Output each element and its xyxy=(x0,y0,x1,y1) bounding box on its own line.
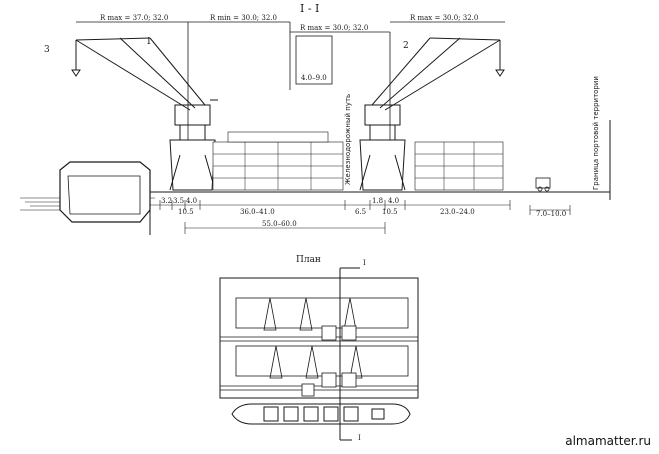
dim-1-8: 1.8 xyxy=(372,197,383,205)
reach-labels: R max = 37.0; 32.0 R min = 30.0; 32.0 R … xyxy=(100,14,478,32)
plan-outline xyxy=(219,277,419,399)
reach-right-max: R max = 30.0; 32.0 xyxy=(300,24,368,32)
dim-row-1-lines xyxy=(150,200,511,210)
left-crane xyxy=(71,37,218,191)
plan-title: План xyxy=(296,255,321,265)
section-cut-line xyxy=(339,267,360,441)
right-crane xyxy=(359,37,505,191)
plan-crane-booms xyxy=(263,297,363,379)
truck-icon xyxy=(535,177,551,192)
plan-ship xyxy=(231,403,411,425)
dim-3-5: 3.5 xyxy=(173,197,184,205)
stack-hatching xyxy=(213,142,503,190)
height-label: 4.0–9.0 xyxy=(301,74,327,82)
dim-10-5-right: 10.5 xyxy=(382,208,398,216)
dim-7-10: 7.0–10.0 xyxy=(536,210,566,218)
dim-55-60: 55.0–60.0 xyxy=(262,220,297,228)
dim-4-0: 4.0 xyxy=(186,197,197,205)
plan-crane-bases xyxy=(301,325,357,397)
ground-line xyxy=(149,120,611,235)
crane-marker-2: 2 xyxy=(403,41,409,51)
ship-section xyxy=(59,161,151,223)
reach-left-min: R min = 30.0; 32.0 xyxy=(210,14,277,22)
dim-4-0-right: 4.0 xyxy=(388,197,399,205)
dim-36-41: 36.0–41.0 xyxy=(240,208,275,216)
height-box xyxy=(295,35,333,85)
dim-right-lines xyxy=(529,205,571,215)
water-lines xyxy=(20,197,155,211)
crane-marker-1: 1 xyxy=(146,37,152,47)
dim-3-2: 3.2 xyxy=(161,197,172,205)
plan-section-mark-bottom: I xyxy=(358,434,361,442)
reach-right-min: R max = 30.0; 32.0 xyxy=(410,14,478,22)
plan-rails xyxy=(220,336,418,391)
reach-lines xyxy=(76,21,505,140)
dim-6-5: 6.5 xyxy=(355,208,366,216)
watermark: almamatter.ru xyxy=(565,434,651,448)
section-title: I - I xyxy=(300,2,319,15)
boundary-label: Граница портовой территории xyxy=(592,76,600,190)
reach-left-max: R max = 37.0; 32.0 xyxy=(100,14,168,22)
plan-section-mark-top: I xyxy=(363,259,366,267)
rail-track-label: Железнодорожный путь xyxy=(344,94,352,185)
dim-10-5-left: 10.5 xyxy=(178,208,194,216)
cargo-stacks xyxy=(212,131,504,191)
crane-marker-3: 3 xyxy=(44,45,50,55)
dim-23-24: 23.0–24.0 xyxy=(440,208,475,216)
dim-overall-lines xyxy=(184,222,386,234)
